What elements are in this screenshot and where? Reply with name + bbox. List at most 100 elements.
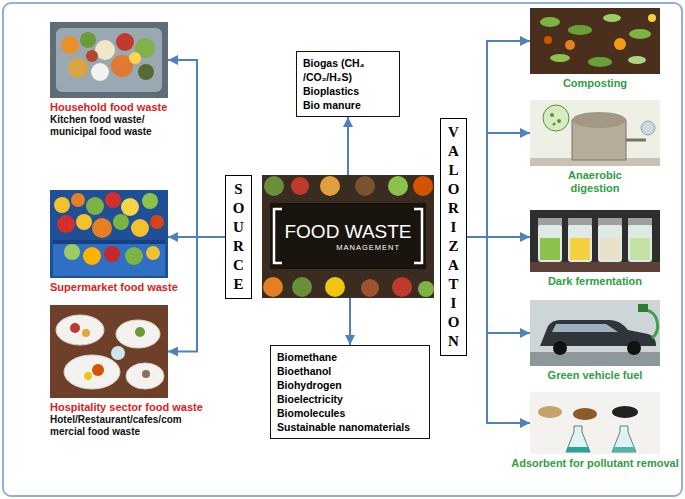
caption-heading: Household food waste <box>50 101 175 114</box>
connector-arrow <box>467 237 530 423</box>
hospitality-photo-part <box>84 372 92 380</box>
caption-heading: Adsorbent for pollutant removal <box>507 457 683 470</box>
composting-photo-part <box>544 36 552 44</box>
supermarket-photo-part <box>150 215 164 229</box>
hospitality-photo-part <box>56 315 104 345</box>
caption-heading: Composting <box>507 77 683 90</box>
photo-caption: Household food wasteKitchen food waste/ … <box>50 101 175 138</box>
supermarket-photo-part <box>131 219 149 237</box>
photo-caption: Supermarket food waste <box>50 281 215 294</box>
photo-box: Composting <box>530 8 660 74</box>
hospitality-photo-part <box>116 320 160 348</box>
dark-fermentation-photo-part <box>630 238 650 260</box>
list-item: Biogas (CH₄ /CO₂/H₂S) <box>303 56 393 84</box>
food-waste-photo-part <box>270 203 426 269</box>
food-waste-photo-part <box>264 176 284 196</box>
caption-heading: Supermarket food waste <box>50 281 215 294</box>
food-waste-photo-part <box>320 176 340 196</box>
green-vehicle-photo <box>530 300 660 366</box>
supermarket-photo-part <box>125 247 143 265</box>
anaerobic-digestion-photo-part <box>543 105 569 131</box>
composting-photo-part <box>614 38 626 50</box>
photo-box: Anaerobic digestion <box>530 100 660 166</box>
connector-arrow <box>168 60 225 237</box>
supermarket-photo-part <box>83 247 101 265</box>
green-vehicle-photo-part <box>552 324 618 332</box>
food-waste-photo-part <box>418 281 434 297</box>
green-vehicle-photo-part <box>530 352 660 366</box>
photo-caption: Anaerobic digestion <box>550 169 640 195</box>
photo-caption: Green vehicle fuel <box>507 369 683 382</box>
household-photo-part <box>116 33 134 51</box>
image-title: MANAGEMENT <box>336 243 400 252</box>
anaerobic-digestion-photo-part <box>641 121 655 135</box>
photo-box: Supermarket food waste <box>50 190 168 278</box>
anaerobic-digestion-photo-part <box>530 100 660 166</box>
list-item: Biohydrogen <box>277 378 423 392</box>
photo-box: Adsorbent for pollutant removal <box>530 392 660 454</box>
household-photo-part <box>80 32 96 48</box>
food-waste-photo-part <box>414 209 422 263</box>
composting-photo-part <box>530 8 660 74</box>
adsorbent-photo-part <box>566 426 590 452</box>
hospitality-photo-part <box>82 329 90 337</box>
supermarket-photo-part <box>121 198 139 216</box>
composting-photo-part <box>565 40 575 50</box>
connector-arrow <box>168 237 225 352</box>
list-item: Bioethanol <box>277 364 423 378</box>
food-waste-photo-part <box>291 177 309 195</box>
dark-fermentation-photo-part <box>538 218 562 225</box>
adsorbent-photo-part <box>566 447 590 452</box>
supermarket-photo-part <box>86 197 104 215</box>
adsorbent-photo-part <box>612 406 638 418</box>
green-vehicle-photo-part <box>553 341 567 355</box>
supermarket-photo-part <box>64 244 80 260</box>
list-item: Bioplastics <box>303 84 393 98</box>
caption-heading: Hospitality sector food waste <box>50 401 215 414</box>
hospitality-photo-part <box>92 364 104 376</box>
composting-photo-part <box>648 14 656 22</box>
household-photo-part <box>95 40 115 60</box>
food-waste-photo-part <box>392 277 412 297</box>
food-waste-photo-part <box>325 277 345 297</box>
composting-photo-part <box>588 57 612 67</box>
supermarket-photo-part <box>92 218 112 238</box>
dark-fermentation-photo-part <box>628 218 652 225</box>
food-waste-photo-part <box>361 279 379 297</box>
supermarket-photo-part <box>57 215 75 233</box>
hospitality-photo-part <box>142 370 150 378</box>
supermarket-photo-part <box>76 214 92 230</box>
list-item: Sustainable nanomaterials <box>277 420 423 434</box>
supermarket-photo-part <box>53 240 165 276</box>
vertical-label: SOURCE <box>231 180 246 294</box>
household-photo-part <box>138 64 154 80</box>
photo-box: Household food wasteKitchen food waste/ … <box>50 22 168 98</box>
supermarket-photo-part <box>53 240 165 244</box>
composting-photo-part <box>603 14 621 22</box>
connector-arrow <box>467 237 530 333</box>
photo-box: Green vehicle fuel <box>530 300 660 366</box>
green-vehicle-photo-part <box>638 304 648 312</box>
composting-photo-part <box>629 29 651 39</box>
adsorbent-photo-part <box>612 447 636 452</box>
caption-body: Kitchen food waste/ municipal food waste <box>50 114 175 138</box>
caption-heading: Anaerobic digestion <box>550 169 640 195</box>
adsorbent-photo <box>530 392 660 454</box>
anaerobic-digestion-photo-part <box>553 123 556 126</box>
outer-frame <box>3 3 682 496</box>
anaerobic-digestion-photo-part <box>550 113 554 117</box>
connector-arrow <box>467 133 530 237</box>
green-vehicle-photo-part <box>627 341 641 355</box>
photo-box: Dark fermentation <box>530 210 660 272</box>
supermarket-photo-part <box>113 214 129 230</box>
household-photo-part <box>86 50 98 62</box>
household-photo-part <box>56 28 162 92</box>
household-photo-part <box>68 58 88 78</box>
output-list-box: Biogas (CH₄ /CO₂/H₂S)BioplasticsBio manu… <box>296 51 400 117</box>
food-waste-photo-part <box>263 277 283 297</box>
adsorbent-photo-part <box>538 406 562 418</box>
food-waste-photo <box>262 175 434 298</box>
dark-fermentation-photo <box>530 210 660 272</box>
composting-photo-part <box>568 25 592 35</box>
